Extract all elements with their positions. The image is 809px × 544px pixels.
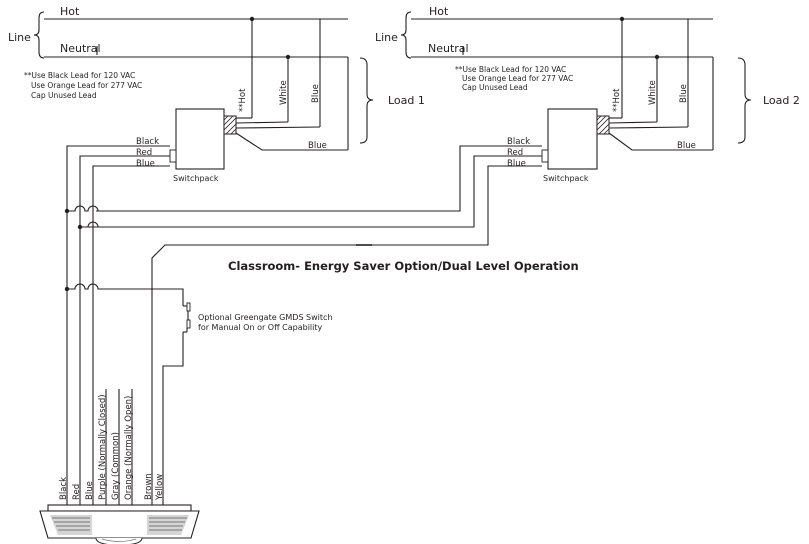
right-in-red-label: Red [507,148,523,158]
right-lead-blue-label: Blue [679,84,689,103]
left-input-connector [169,149,177,163]
right-connector-hatch [596,115,610,135]
right-load-brace [737,57,752,144]
right-fan-3 [608,126,689,129]
right-lead-hot-label: **Hot [612,88,622,112]
left-fan-3 [235,126,321,129]
right-lead-white-label: White [648,80,658,105]
right-note-1: **Use Black Lead for 120 VAC [455,65,566,74]
left-note-3: Cap Unused Lead [31,91,97,100]
left-in-black-label: Black [136,137,159,147]
lead-label-brown: Brown [144,473,154,500]
black-left-wire [66,145,170,505]
left-connector-hatch [223,115,237,135]
left-line-brace [33,11,45,59]
right-input-connector [541,149,549,163]
red-right-wire [80,155,542,228]
right-load-label: Load 2 [763,94,800,107]
yellow-wire [162,332,184,505]
left-lead-hot-label: **Hot [238,88,248,112]
left-lead-white-label: White [279,80,289,105]
red-crossover [80,221,99,228]
lead-label-purple: Purple (Normally Closed) [98,394,108,500]
left-note-2: Use Orange Lead for 277 VAC [31,81,142,90]
right-fan-4 [608,132,713,151]
left-fan-4 [235,132,348,151]
lead-label-blue: Blue [85,481,95,500]
left-lead-blue-label: Blue [311,84,321,103]
right-note-3: Cap Unused Lead [462,83,528,92]
sensor-lead-labels: Black Red Blue Purple (Normally Closed) … [59,394,165,501]
right-neutral-label: Neutral [428,42,469,55]
left-fan-2 [235,121,289,124]
right-line-brace [400,11,412,59]
lead-label-orange: Orange (Normally Open) [124,396,134,500]
left-hot-label: Hot [60,5,80,18]
diagram-title: Classroom- Energy Saver Option/Dual Leve… [228,259,579,273]
left-switchpack [175,108,225,170]
left-load-label: Load 1 [388,94,425,107]
left-in-red-label: Red [136,148,152,158]
left-switchpack-label: Switchpack [173,174,219,183]
right-in-blue-label: Blue [507,159,526,169]
right-blue-out-label: Blue [677,141,696,151]
right-switchpack-label: Switchpack [543,174,589,183]
black-right-wire [96,145,542,212]
lead-label-yellow: Yellow [155,474,165,501]
switch-note-1: Optional Greengate GMDS Switch [198,313,333,322]
left-load-brace [359,57,374,144]
left-blue-out-label: Blue [308,141,327,151]
blue-right-wire [372,165,542,246]
lead-label-gray: Gray (Common) [111,432,121,500]
occupancy-sensor [39,504,200,544]
optional-switch [183,302,191,333]
lead-label-red: Red [72,484,82,500]
right-panel: Hot Line Neutral **Use Black Lead for 12… [375,5,800,183]
control-wiring: Optional Greengate GMDS Switch for Manua… [64,145,542,505]
right-hot-label: Hot [429,5,449,18]
left-neutral-label: Neutral [60,42,101,55]
left-line-label: Line [8,31,31,44]
left-note-1: **Use Black Lead for 120 VAC [24,71,135,80]
right-line-label: Line [375,31,398,44]
switch-note-2: for Manual On or Off Capability [198,323,322,332]
blue-left-wire [92,165,170,505]
brown-wire [151,244,356,505]
black-crossovers [67,205,99,212]
left-panel: Hot Line Neutral **Use Black Lead for 12… [8,5,425,183]
right-fan-2 [608,121,658,124]
right-note-2: Use Orange Lead for 277 VAC [462,74,573,83]
left-in-blue-label: Blue [136,159,155,169]
red-left-wire [79,155,170,505]
right-switchpack [547,108,598,170]
right-in-black-label: Black [507,137,530,147]
switch-feed-wire [67,283,184,306]
lead-label-black: Black [59,477,69,500]
